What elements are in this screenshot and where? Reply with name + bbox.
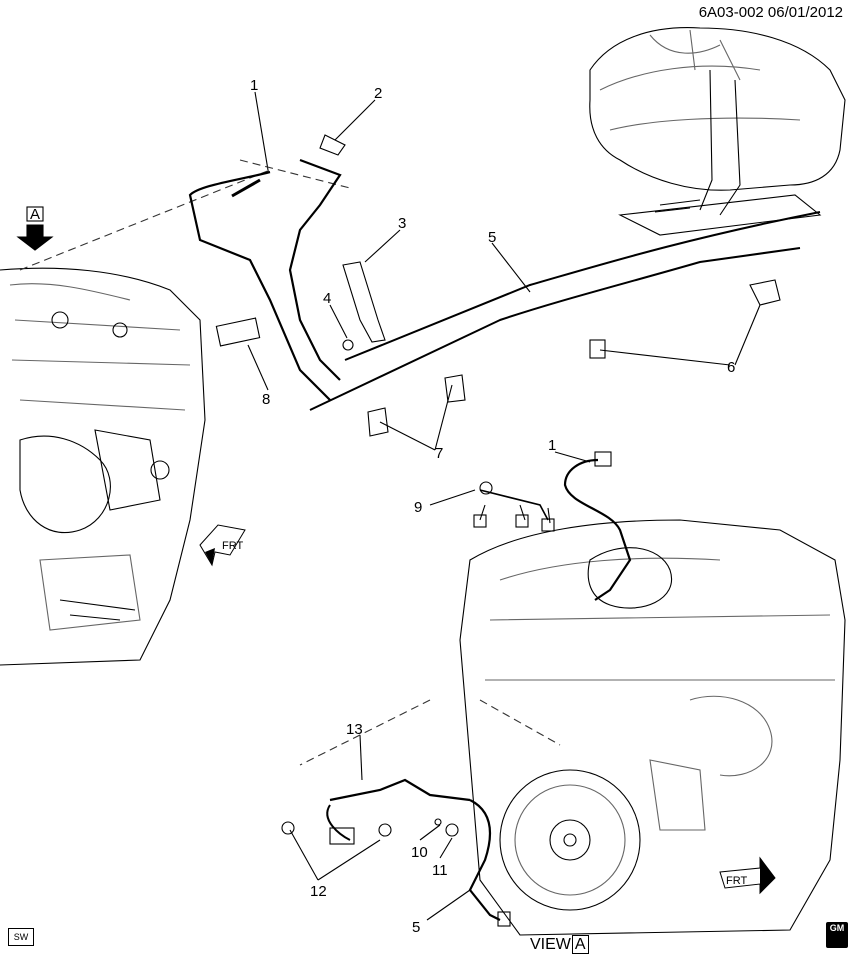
view-a-arrow xyxy=(16,206,54,251)
alignment-lines xyxy=(19,159,561,766)
callout-13: 13 xyxy=(346,721,363,738)
callout-9: 9 xyxy=(414,499,422,516)
callout-1-lower: 1 xyxy=(548,437,556,454)
callout-11: 11 xyxy=(432,862,448,879)
hose-part-3 xyxy=(342,261,386,343)
gm-logo: GM xyxy=(826,922,848,948)
engine-right-illustration xyxy=(459,519,846,936)
view-caption-letter: A xyxy=(571,935,589,954)
callout-12: 12 xyxy=(310,883,327,900)
sw-badge: SW xyxy=(8,928,34,946)
diagram-id: 6A03-002 06/01/2012 xyxy=(698,4,843,21)
hose-part-2 xyxy=(288,134,346,381)
frt-label-upper: FRT xyxy=(222,540,243,552)
fuel-injector-harness-part-9 xyxy=(473,481,555,532)
view-marker-letter: A xyxy=(30,206,40,223)
fuel-pipe-part-1-lower xyxy=(563,451,632,601)
callout-10: 10 xyxy=(411,844,428,861)
fuel-feed-line-part-5 xyxy=(309,211,821,411)
callout-8: 8 xyxy=(262,391,270,408)
callout-1: 1 xyxy=(250,77,258,94)
callout-5: 5 xyxy=(488,229,496,246)
frt-arrow-lower: FRT xyxy=(719,856,776,895)
callout-6: 6 xyxy=(727,359,735,376)
callout-3: 3 xyxy=(398,215,406,232)
connectors xyxy=(215,279,781,437)
callout-7: 7 xyxy=(435,445,443,462)
callout-5-lower: 5 xyxy=(412,919,420,936)
fuel-tank-illustration xyxy=(589,27,846,236)
callout-2: 2 xyxy=(374,85,382,102)
fuel-pipe-part-1-upper xyxy=(188,170,331,401)
leader-lines xyxy=(247,91,761,921)
fuel-pipe-assembly-part-13 xyxy=(281,778,511,927)
engine-left-illustration xyxy=(0,267,206,666)
callout-4: 4 xyxy=(323,290,331,307)
view-caption-prefix: VIEW xyxy=(530,936,571,953)
frt-label-lower: FRT xyxy=(726,875,747,887)
gm-logo-text: GM xyxy=(829,923,845,933)
frt-arrow-upper: FRT xyxy=(199,524,246,567)
